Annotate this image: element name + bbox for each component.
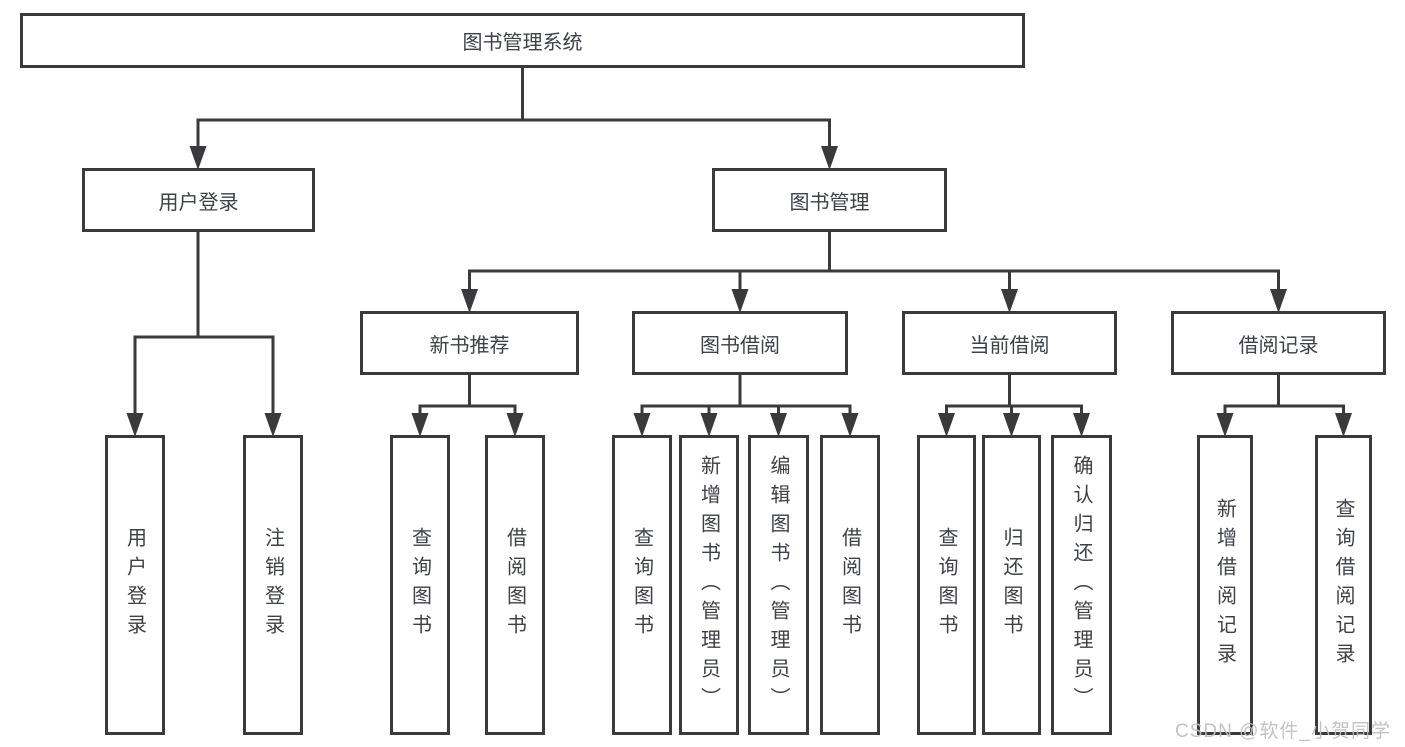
leaf-user-login: 用户登录 [105,435,165,735]
leaf-query-books-recommend: 查询图书 [390,435,450,735]
node-book-management: 图书管理 [712,168,947,232]
node-book-borrow: 图书借阅 [632,311,848,375]
leaf-add-borrow-record: 新增借阅记录 [1197,435,1253,735]
node-borrow-records: 借阅记录 [1171,311,1386,375]
node-user-login: 用户登录 [82,168,315,232]
leaf-borrow-books-recommend: 借阅图书 [485,435,545,735]
leaf-confirm-return-admin: 确认归还（管理员） [1051,435,1112,735]
leaf-query-books-current: 查询图书 [917,435,976,735]
leaf-logout: 注销登录 [243,435,303,735]
csdn-watermark: CSDN @软件_小贺同学 [1175,721,1391,742]
leaf-borrow-books: 借阅图书 [820,435,880,735]
leaf-query-books-borrow: 查询图书 [612,435,672,735]
node-root: 图书管理系统 [20,13,1025,68]
leaf-return-books: 归还图书 [982,435,1041,735]
leaf-add-book-admin: 新增图书（管理员） [679,435,739,735]
node-new-book-recommend: 新书推荐 [360,311,579,375]
leaf-query-borrow-record: 查询借阅记录 [1315,435,1372,735]
leaf-edit-book-admin: 编辑图书（管理员） [748,435,809,735]
node-current-borrow: 当前借阅 [902,311,1117,375]
